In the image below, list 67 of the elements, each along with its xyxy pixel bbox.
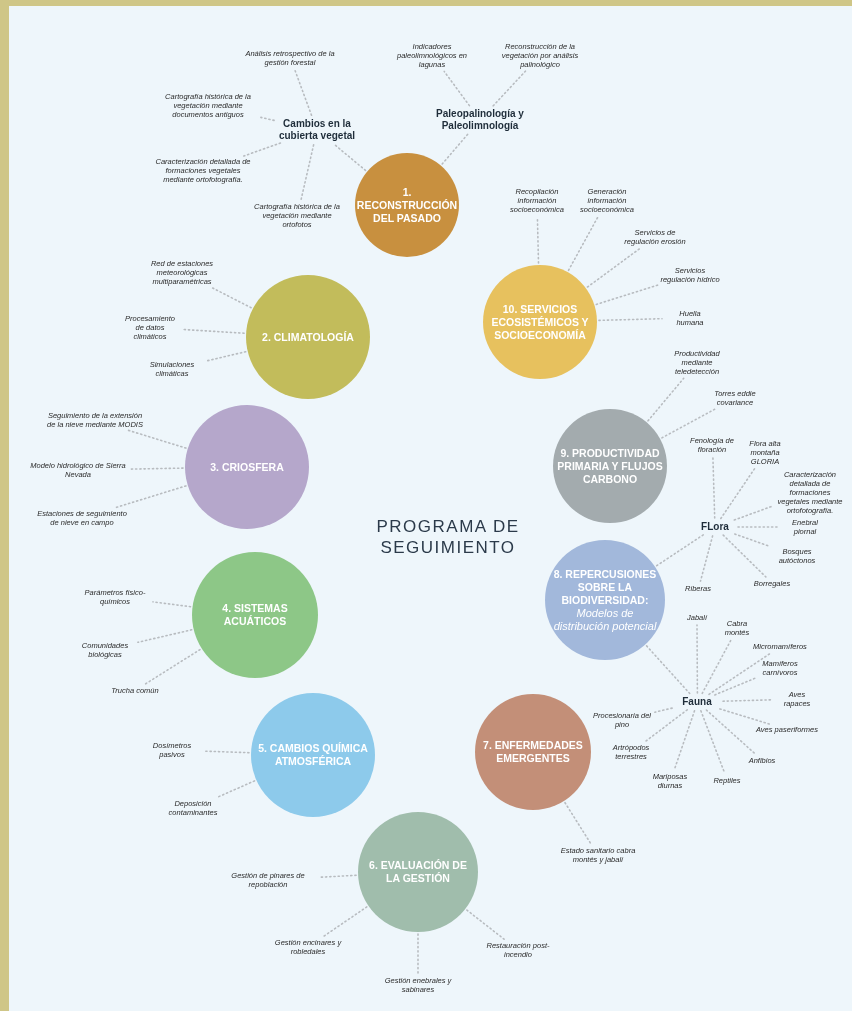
connector-line	[243, 142, 282, 157]
connector-line	[598, 317, 663, 322]
connector-line	[332, 143, 367, 172]
connector-line	[733, 505, 772, 521]
connector-line	[645, 709, 688, 742]
connector-line	[536, 216, 540, 264]
connector-line	[443, 70, 471, 107]
connector-line	[654, 707, 673, 713]
connector-line	[143, 648, 201, 686]
subtopic-label: Fauna	[674, 696, 720, 708]
connector-line	[294, 69, 313, 116]
topic-title: 10. SERVICIOS ECOSISTÉMICOS Y SOCIOECONOMÍA	[490, 302, 590, 342]
connector-line	[567, 215, 599, 272]
connector-line	[673, 710, 696, 770]
connector-line	[719, 708, 771, 725]
connector-line	[712, 456, 716, 519]
connector-line	[595, 284, 660, 306]
connector-line	[714, 677, 757, 696]
connector-line	[318, 874, 357, 879]
connector-line	[722, 699, 773, 702]
connector-line	[260, 116, 275, 122]
connector-line	[441, 133, 469, 165]
connector-line	[113, 485, 187, 509]
connector-line	[586, 247, 642, 288]
connector-line	[647, 377, 685, 422]
connector-line	[417, 933, 419, 974]
connector-line	[700, 710, 726, 774]
connector-line	[300, 144, 315, 200]
connector-line	[137, 629, 193, 644]
program-title: PROGRAMA DE SEGUIMIENTO	[375, 516, 521, 558]
connector-line	[130, 467, 184, 470]
connector-line	[202, 750, 250, 754]
connector-line	[655, 533, 705, 567]
connector-line	[466, 909, 505, 940]
connector-line	[701, 638, 732, 695]
topic-title: 8. REPERCUSIONES SOBRE LA BIODIVERSIDAD:	[552, 567, 658, 607]
connector-line	[152, 601, 192, 608]
connector-line	[564, 801, 592, 845]
topic-title: 4. SISTEMAS ACUÁTICOS	[221, 602, 289, 628]
connector-line	[126, 429, 187, 449]
topic-title: 3. CRIOSFERA	[210, 460, 284, 474]
connector-line	[734, 533, 770, 547]
topic-title: 7. ENFERMEDADES EMERGENTES	[482, 739, 584, 765]
connector-line	[722, 534, 767, 578]
connector-line	[204, 350, 247, 363]
connector-line	[705, 709, 757, 755]
connector-line	[182, 328, 245, 334]
connector-line	[737, 526, 778, 528]
connector-line	[492, 70, 527, 107]
topic-subtitle: Modelos de distribución potencial	[552, 606, 658, 633]
subtopic-label: Paleopalinología y Paleolimnología	[425, 108, 535, 132]
subtopic-label: FLora	[695, 521, 735, 533]
connector-line	[215, 780, 256, 799]
connector-line	[708, 651, 773, 696]
subtopic-label: Cambios en la cubierta vegetal	[277, 118, 357, 142]
topic-title: 9. PRODUCTIVIDAD PRIMARIA Y FLUJOS CARBONO	[557, 446, 663, 486]
topic-title: 6. EVALUACIÓN DE LA GESTIÓN	[368, 859, 468, 885]
topic-title: 2. CLIMATOLOGÍA	[262, 330, 354, 344]
connector-line	[210, 286, 252, 309]
connector-line	[661, 407, 718, 439]
connector-line	[720, 467, 756, 520]
connector-line	[645, 645, 691, 695]
topic-title: 5. CAMBIOS QUÍMICA ATMOSFÉRICA	[257, 742, 369, 768]
connector-line	[699, 535, 714, 582]
topic-title: 1. RECONSTRUCCIÓN DEL PASADO	[356, 185, 458, 225]
connector-line	[322, 906, 368, 938]
connector-line	[696, 624, 699, 694]
